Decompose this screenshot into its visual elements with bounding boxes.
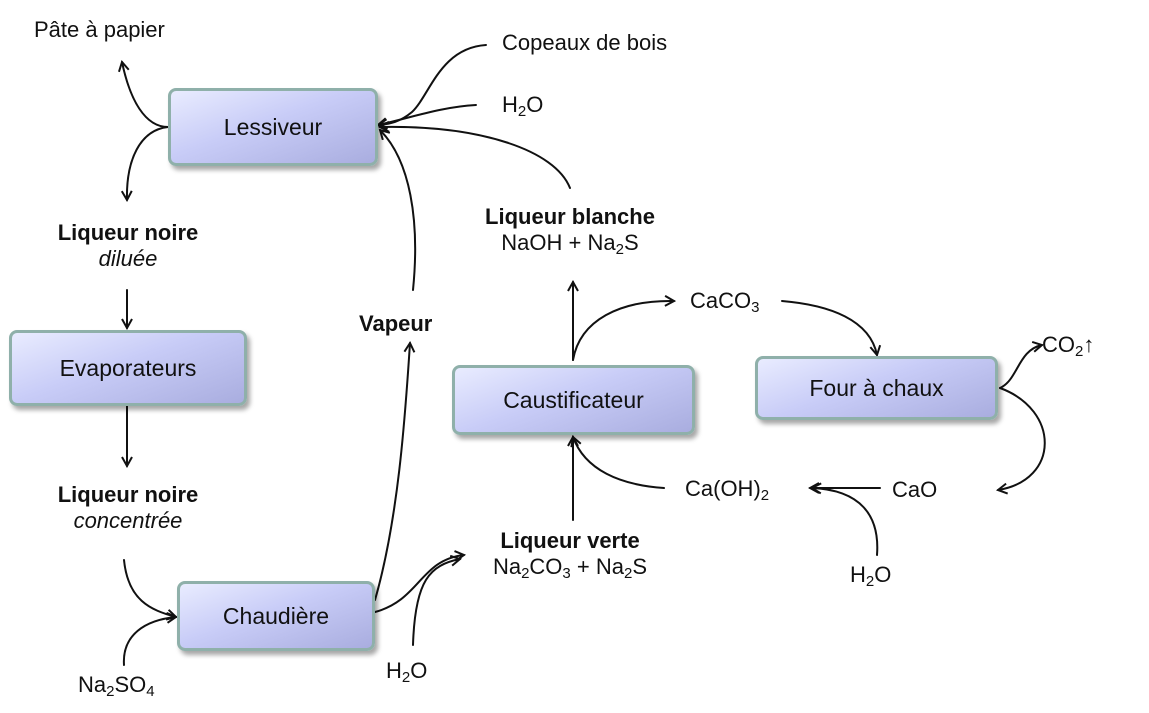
lessiveur-label: Lessiveur [223, 113, 323, 140]
liqueur-verte-label: Liqueur verte Na2CO3 + Na2S [450, 528, 690, 581]
co2-label: CO2↑ [1042, 332, 1095, 360]
copeaux-de-bois-label: Copeaux de bois [502, 30, 668, 55]
na2so4-label: Na2SO4 [78, 672, 155, 700]
arrow-h2o-to-caoh2 [812, 488, 879, 556]
evaporateurs-box: Evaporateurs [9, 330, 247, 406]
arrow-four-to-cao [998, 387, 1046, 490]
caustificateur-box: Caustificateur [452, 365, 695, 435]
arrow-h2o-to-lessiveur [378, 104, 477, 125]
arrow-na2so4-to-chaudiere [122, 617, 176, 666]
arrow-four-to-co2 [999, 345, 1042, 389]
liqueur-noire-title-2: Liqueur noire [57, 482, 199, 507]
liqueur-blanche-formula: NaOH + Na2S [501, 230, 639, 259]
liqueur-noire-concentree-label: Liqueur noire concentrée [20, 482, 236, 535]
chaudiere-label: Chaudière [222, 602, 330, 629]
liqueur-verte-title: Liqueur verte [500, 528, 640, 553]
diluee-text: diluée [98, 246, 158, 272]
arrow-vapeur-to-lessiveur [380, 130, 417, 291]
liqueur-blanche-title: Liqueur blanche [485, 204, 655, 229]
arrow-lessiveur-to-liqueur-noire [127, 126, 169, 200]
evaporateurs-label: Evaporateurs [59, 354, 197, 381]
four-a-chaux-box: Four à chaux [755, 356, 998, 420]
liqueur-noire-diluee-label: Liqueur noire diluée [20, 220, 236, 273]
concentree-text: concentrée [73, 508, 183, 534]
arrow-h2o-to-liqueur-verte [412, 559, 460, 646]
lessiveur-box: Lessiveur [168, 88, 378, 166]
arrow-liqueur-blanche-to-lessiveur [380, 127, 571, 189]
chaudiere-box: Chaudière [177, 581, 375, 651]
vapeur-label: Vapeur [359, 311, 433, 336]
liqueur-noire-title: Liqueur noire [57, 220, 199, 245]
arrow-lessiveur-to-pate [122, 62, 169, 128]
arrow-caustificateur-to-caco3 [572, 301, 674, 361]
caco3-label: CaCO3 [690, 288, 760, 316]
h2o-lessiveur-label: H2O [502, 92, 544, 120]
h2o-liqueur-verte-label: H2O [386, 658, 428, 686]
arrow-concentree-to-chaudiere [123, 559, 176, 617]
liqueur-blanche-label: Liqueur blanche NaOH + Na2S [450, 204, 690, 257]
cao-label: CaO [892, 477, 938, 502]
four-a-chaux-label: Four à chaux [809, 374, 944, 401]
caustificateur-label: Caustificateur [503, 386, 644, 413]
arrow-caoh2-to-caustificateur [573, 437, 665, 489]
arrow-caco3-to-four [781, 300, 877, 355]
caoh2-label: Ca(OH)2 [685, 476, 770, 504]
h2o-caoh2-label: H2O [850, 562, 892, 590]
liqueur-verte-formula: Na2CO3 + Na2S [492, 554, 648, 583]
arrow-chaudiere-to-vapeur [374, 343, 410, 601]
pate-a-papier-label: Pâte à papier [34, 17, 165, 42]
arrow-copeaux-to-lessiveur [378, 44, 487, 125]
